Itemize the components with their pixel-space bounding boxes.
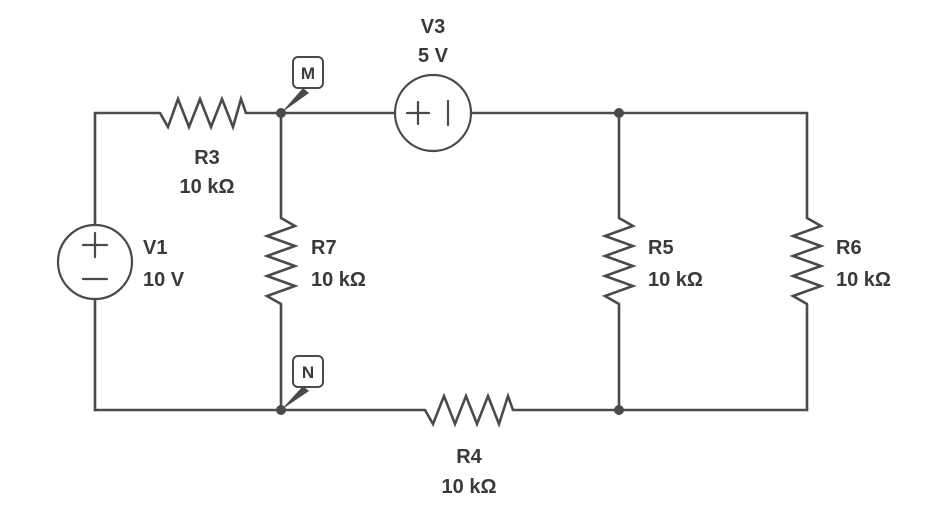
- r4-name: R4: [456, 446, 482, 468]
- junction-dot-top-right: [614, 108, 624, 118]
- resistor-r6: [789, 216, 825, 306]
- r5-value: 10 kΩ: [648, 269, 703, 291]
- v1-name: V1: [143, 237, 167, 259]
- voltage-source-v3: [393, 73, 473, 153]
- r3-value: 10 kΩ: [180, 176, 235, 198]
- v3-value: 5 V: [418, 45, 449, 67]
- r4-value: 10 kΩ: [442, 476, 497, 498]
- node-tag-m: M: [281, 56, 324, 113]
- r7-value: 10 kΩ: [311, 269, 366, 291]
- r6-name: R6: [836, 237, 862, 259]
- voltage-source-v1: [56, 223, 134, 301]
- resistor-r5: [601, 216, 637, 306]
- node-label-n: N: [302, 363, 314, 382]
- r5-name: R5: [648, 237, 674, 259]
- wires: [93, 111, 809, 412]
- node-label-m: M: [301, 64, 315, 83]
- v3-name: V3: [421, 16, 445, 38]
- resistor-r3: [158, 94, 248, 132]
- v1-value: 10 V: [143, 269, 185, 291]
- junction-dot-bottom-right: [614, 405, 624, 415]
- r7-name: R7: [311, 237, 337, 259]
- r3-name: R3: [194, 147, 220, 169]
- resistor-r7: [263, 216, 299, 306]
- node-tag-n: N: [281, 355, 324, 410]
- resistor-r4: [423, 391, 515, 428]
- r6-value: 10 kΩ: [836, 269, 891, 291]
